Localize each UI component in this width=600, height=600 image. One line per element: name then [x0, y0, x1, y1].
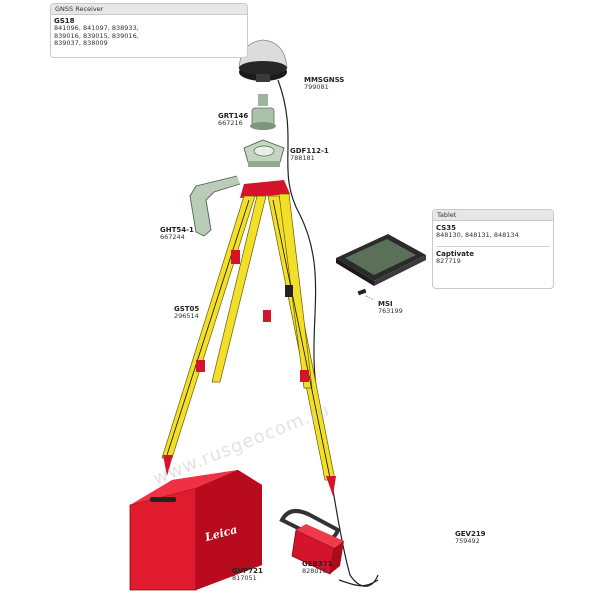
callout-code: GRT146: [218, 112, 249, 120]
gnss-receiver-model: GS18: [54, 17, 75, 25]
callout-code: GHT54-1: [160, 226, 194, 234]
tablet-graphic: [336, 234, 426, 286]
callout-code: MMSGNSS: [304, 76, 345, 84]
callout-gdf112: GDF112-1 788181: [290, 147, 329, 163]
gnss-receiver-order-line-1: 841096, 841097, 838933,: [54, 24, 139, 33]
callout-number: 788181: [290, 154, 315, 163]
gnss-receiver-graphic: [238, 39, 288, 82]
callout-number: 667244: [160, 233, 185, 242]
callout-gst05: GST05 296514: [174, 305, 199, 321]
callout-code: GEB371: [302, 560, 333, 568]
height-hook-graphic: [189, 175, 241, 237]
tablet-model: CS35: [436, 224, 457, 232]
tablet-software: Captivate: [436, 250, 474, 258]
antenna-cable: [277, 79, 379, 587]
callout-code: GDF112-1: [290, 147, 329, 155]
transport-case-graphic: [129, 470, 262, 591]
callout-geb371: GEB371 828016: [302, 560, 332, 576]
tablet-software-number: 827719: [436, 257, 461, 266]
callout-number: 296514: [174, 312, 199, 321]
callout-mmsgnss: MMSGNSS 799081: [304, 76, 344, 92]
gnss-receiver-order-line-3: 839037, 838009: [54, 38, 108, 47]
carrier-adapter-graphic: [250, 94, 276, 130]
callout-number: 799081: [304, 83, 329, 92]
callout-code: GST05: [174, 305, 200, 313]
callout-number: 759492: [455, 537, 480, 546]
gnss-receiver-title: GNSS Receiver: [51, 4, 247, 15]
tripod-graphic: [161, 180, 336, 496]
tribrach-graphic: [243, 139, 285, 167]
callout-code: GEV219: [455, 530, 486, 538]
gnss-receiver-order-line-2: 839016, 839015, 839016,: [54, 31, 139, 40]
callout-grt146: GRT146 667216: [218, 112, 248, 128]
tablet-box-separator: [436, 246, 550, 247]
callout-ght54: GHT54-1 667244: [160, 226, 194, 242]
callout-number: 828016: [302, 567, 327, 576]
tablet-order-numbers: 848130, 848131, 848134: [436, 231, 519, 240]
callout-gev219: GEV219 759492: [455, 530, 486, 546]
callout-number: 667216: [218, 119, 243, 128]
tablet-box: Tablet CS35 848130, 848131, 848134 Capti…: [432, 209, 554, 289]
callout-code: MSI: [378, 300, 393, 308]
callout-number: 763199: [378, 307, 403, 316]
battery-cable: [338, 579, 379, 587]
callout-number: 817051: [232, 574, 257, 583]
gnss-receiver-box: GNSS Receiver GS18 841096, 841097, 83893…: [50, 3, 248, 58]
callout-msi: MSI 763199: [378, 300, 403, 316]
battery-graphic: [279, 509, 344, 575]
tablet-title: Tablet: [433, 210, 553, 221]
callout-gvp721: GVP721 817051: [232, 567, 263, 583]
callout-code: GVP721: [232, 567, 263, 575]
